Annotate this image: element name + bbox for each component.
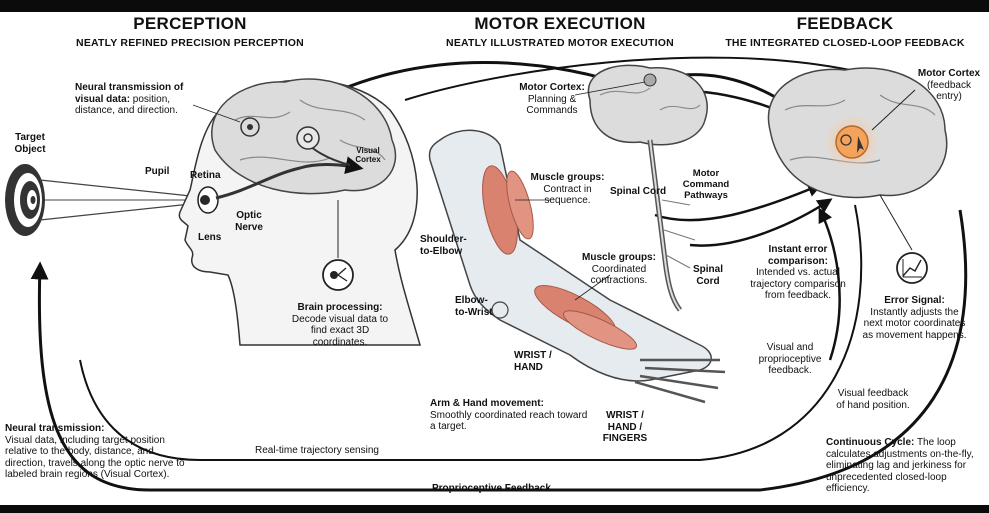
spinal-cord-label-2: Spinal Cord [692,264,723,287]
gear-icon [840,134,852,146]
wrist-hand-label: WRIST / HAND [514,350,552,373]
pathway-line-1 [654,182,823,222]
motor-cortex-marker [643,73,657,87]
motor-header: MOTOR EXECUTION NEATLY ILLUSTRATED MOTOR… [400,14,720,49]
visual-feedback-hand-label: Visual feedback of hand position. [836,388,910,411]
muscle-groups-2-label: Muscle groups:Coordinated contractions. [582,252,656,286]
error-signal-label: Error Signal:Instantly adjusts the next … [862,295,967,341]
optic-nerve-label: Optic Nerve [235,210,263,233]
spinal-cord-label-1: Spinal Cord [610,186,667,197]
motor-pathways-label: Motor Command Pathways [682,168,730,201]
instant-error-label: Instant error comparison:Intended vs. ac… [750,244,846,301]
motor-title: MOTOR EXECUTION [474,14,646,33]
arm-illustration [428,129,726,404]
motor-cortex-label: Motor Cortex:Planning & Commands [519,82,585,116]
muscle-groups-1-label: Muscle groups:Contract in sequence. [530,172,605,206]
proprioceptive-label: Proprioceptive Feedback [432,483,551,494]
neural-tx-bottom-label: Neural transmission:Visual data, includi… [5,423,185,480]
visual-cortex-label: Visual Cortex [355,146,381,164]
feedback-up-arrow [818,207,841,361]
pathway-line-2 [689,198,833,247]
wrist-hand-fingers-label: WRIST / HAND / FINGERS [602,410,648,444]
retina-label: Retina [190,170,221,181]
feedback-title: FEEDBACK [796,14,894,33]
realtime-sensing-label: Real-time trajectory sensing [255,445,379,456]
arm-movement-label: Arm & Hand movement:Smoothly coordinated… [430,398,588,432]
shoulder-elbow-label: Shoulder- to-Elbow [420,234,467,257]
return-loop-outer [30,209,968,492]
continuous-cycle-label: Continuous Cycle: The loop calculates ad… [826,437,974,494]
motor-subtitle: NEATLY ILLUSTRATED MOTOR EXECUTION [446,37,674,49]
visual-cortex-icon [296,126,320,150]
elbow-wrist-label: Elbow- to-Wrist [455,295,493,318]
feedback-subtitle: THE INTEGRATED CLOSED-LOOP FEEDBACK [725,37,965,49]
neural-tx-visual-label: Neural transmission of visual data: posi… [75,82,184,116]
perception-title: PERCEPTION [133,14,247,33]
brain-processing-label: Brain processing:Decode visual data to f… [291,302,389,348]
outer-top-arc [404,56,851,101]
feedback-header: FEEDBACK THE INTEGRATED CLOSED-LOOP FEED… [700,14,989,49]
cursor-icon [857,136,864,153]
perception-header: PERCEPTION NEATLY REFINED PRECISION PERC… [30,14,350,49]
pupil-label: Pupil [145,166,170,177]
return-loop-inner [79,204,863,461]
top-frame-bar [0,0,989,12]
visual-proprio-label: Visual and proprioceptive feedback. [758,342,822,376]
lens-label: Lens [198,232,222,243]
optic-nerve-path [215,156,364,200]
target-object-label: Target Object [14,132,46,155]
motor-brain [587,64,708,146]
target-icon [5,164,45,236]
error-graph-icon [896,252,928,284]
feedback-motor-cortex-label: Motor Cortex(feedback entry) [917,68,981,102]
gear-icon [240,117,260,137]
bottom-frame-bar [0,505,989,513]
perception-subtitle: NEATLY REFINED PRECISION PERCEPTION [76,37,304,49]
